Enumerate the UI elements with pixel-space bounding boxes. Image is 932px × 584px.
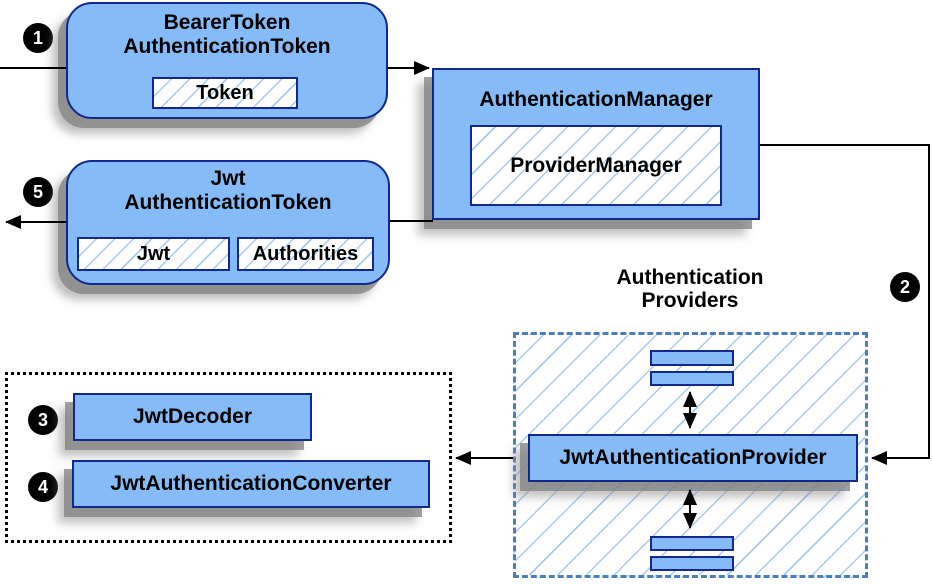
step-3-badge: 3	[28, 405, 58, 435]
converters-group	[5, 372, 452, 543]
jwt-token-box-title: Jwt AuthenticationToken	[68, 167, 388, 215]
jwt-token-title-line2: AuthenticationToken	[124, 191, 332, 214]
jwt-decoder-box: JwtDecoder	[73, 393, 312, 441]
provider-bar-top-2	[650, 371, 734, 386]
bearer-token-box-title: BearerToken AuthenticationToken	[68, 11, 386, 59]
step-3-number: 3	[37, 410, 48, 430]
step-2-badge: 2	[890, 272, 920, 302]
authentication-providers-label: Authentication Providers	[565, 266, 815, 312]
authentication-manager-box: AuthenticationManager ProviderManager	[432, 68, 760, 220]
authentication-providers-label-line2: Providers	[641, 289, 739, 312]
authorities-chip: Authorities	[237, 237, 374, 271]
step-4-badge: 4	[28, 472, 58, 502]
provider-bar-bottom-1	[650, 536, 734, 551]
authentication-manager-title: AuthenticationManager	[479, 88, 713, 111]
provider-bar-bottom-2	[650, 556, 734, 571]
jwt-chip: Jwt	[77, 237, 230, 271]
step-1-number: 1	[32, 28, 43, 48]
bearer-token-authentication-token-box: BearerToken AuthenticationToken Token	[66, 2, 388, 119]
step-1-badge: 1	[23, 23, 53, 53]
step-2-number: 2	[899, 277, 910, 297]
jwt-authentication-provider-box: JwtAuthenticationProvider	[528, 434, 858, 482]
bearer-token-title-line2: AuthenticationToken	[123, 35, 331, 58]
authentication-providers-label-line1: Authentication	[616, 266, 764, 289]
provider-bar-top-1	[650, 350, 734, 366]
bearer-token-title-line1: BearerToken	[163, 11, 291, 34]
jwt-authentication-converter-box: JwtAuthenticationConverter	[72, 460, 430, 508]
step-4-number: 4	[37, 477, 48, 497]
step-5-number: 5	[32, 182, 43, 202]
provider-manager-chip: ProviderManager	[470, 125, 722, 206]
jwt-token-title-line1: Jwt	[210, 167, 246, 190]
step-5-badge: 5	[23, 177, 53, 207]
token-chip: Token	[152, 77, 298, 109]
jwt-authentication-token-box: Jwt AuthenticationToken Jwt Authorities	[66, 160, 390, 285]
